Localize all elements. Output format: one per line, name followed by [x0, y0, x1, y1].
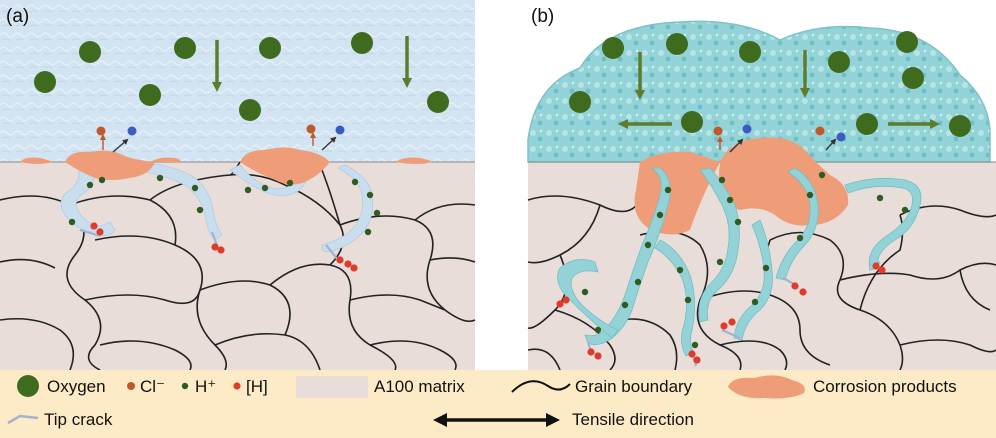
- diffusion-arrows-a: [212, 36, 412, 92]
- oxygen-dot: [79, 41, 101, 63]
- legend-chloride-swatch: [127, 382, 135, 390]
- oxygen-molecules-a: [34, 32, 449, 121]
- h-ions-a: [68, 174, 381, 236]
- chloride-ion: [306, 124, 316, 134]
- solution-a: [0, 0, 475, 162]
- oxygen-dot: [427, 91, 449, 113]
- panel-a-label: (a): [6, 6, 29, 27]
- legend-hydrogen-atom-swatch: [233, 382, 241, 390]
- surface-ions-a: [96, 124, 345, 153]
- oxygen-dot: [34, 71, 56, 93]
- surface-ions-b: [713, 124, 846, 153]
- legend: Oxygen Cl⁻ H⁺ [H] A100 matrix Grain boun…: [0, 370, 996, 438]
- h-atoms-b: [556, 262, 886, 364]
- chloride-ion: [96, 126, 106, 136]
- oxygen-dot: [239, 99, 261, 121]
- legend-corrosion-label: Corrosion products: [813, 377, 957, 396]
- legend-matrix-swatch: [296, 376, 368, 398]
- panel-b: (b): [527, 6, 996, 371]
- oxygen-dot: [351, 32, 373, 54]
- blue-ion: [127, 126, 137, 136]
- legend-chloride-label: Cl⁻: [140, 377, 165, 396]
- legend-hydrogen-ion-label: H⁺: [195, 377, 216, 396]
- h-atoms-a: [90, 222, 358, 272]
- oxygen-dot: [259, 37, 281, 59]
- legend-hydrogen-atom-label: [H]: [246, 377, 268, 396]
- legend-oxygen-label: Oxygen: [47, 377, 106, 396]
- legend-tip-crack-label: Tip crack: [44, 410, 113, 429]
- legend-oxygen-swatch: [17, 375, 39, 397]
- legend-tensile-label: Tensile direction: [572, 410, 694, 429]
- oxygen-molecules-b: [569, 31, 971, 137]
- legend-grain-boundary-swatch: [511, 380, 571, 393]
- legend-corrosion-swatch: [728, 375, 805, 399]
- cracks-b: [557, 167, 922, 357]
- h-ions-b: [581, 171, 909, 349]
- legend-grain-boundary-label: Grain boundary: [575, 377, 693, 396]
- corrosion-products-a: [20, 147, 432, 185]
- legend-tip-crack-swatch: [7, 414, 39, 425]
- panel-b-label: (b): [531, 6, 554, 27]
- oxygen-dot: [139, 84, 161, 106]
- panel-a: (a): [0, 0, 476, 371]
- legend-matrix-label: A100 matrix: [374, 377, 465, 396]
- oxygen-dot: [174, 37, 196, 59]
- diffusion-arrows-b: [618, 50, 940, 129]
- legend-hydrogen-ion-swatch: [181, 382, 189, 390]
- blue-ion: [335, 125, 345, 135]
- grain-boundaries-a: [0, 161, 476, 371]
